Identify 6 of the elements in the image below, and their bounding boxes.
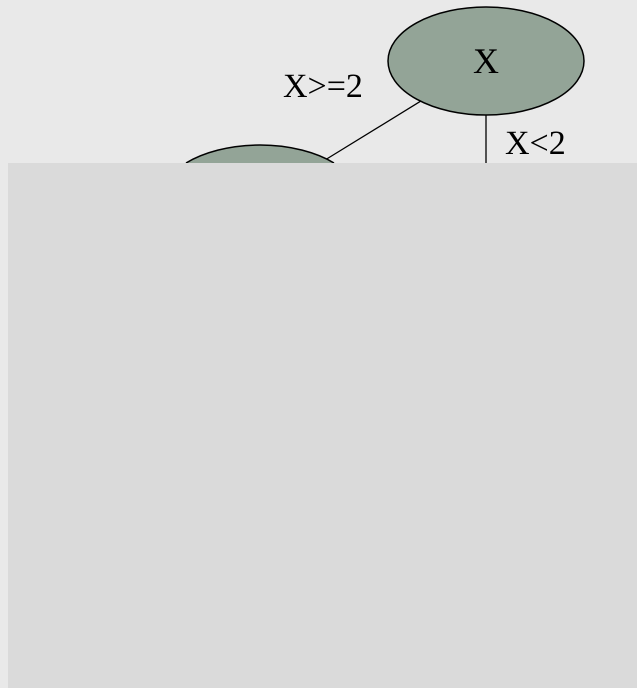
cover-panel	[8, 163, 637, 688]
decision-ellipse	[387, 6, 585, 116]
node-label: X	[473, 40, 499, 82]
connector-line	[485, 115, 487, 163]
decision-ellipse	[186, 144, 334, 164]
connector-line	[326, 100, 421, 160]
